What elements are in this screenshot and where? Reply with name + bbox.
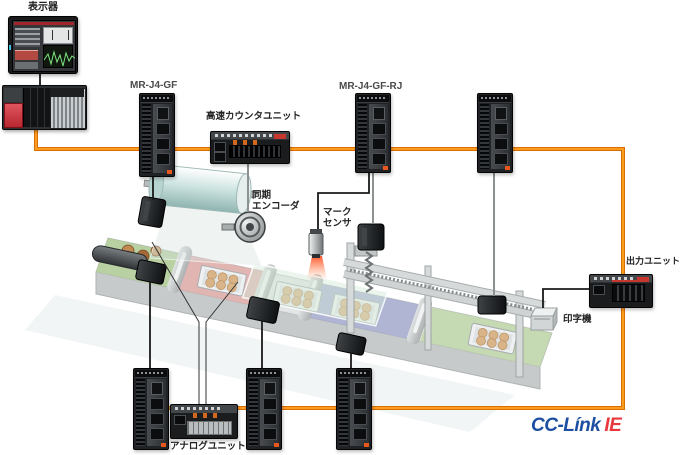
ethernet-port xyxy=(174,415,186,425)
plc-base xyxy=(4,88,22,102)
servo-nameplate xyxy=(141,95,173,103)
film-drive-motor xyxy=(137,196,167,228)
label-encoder-line1: 同期 xyxy=(252,190,272,201)
screen-trend-graph xyxy=(43,45,75,68)
food-trays xyxy=(196,265,518,355)
servo-amplifier-bottom-3 xyxy=(336,368,372,450)
servo-nameplate xyxy=(338,370,370,378)
label-encoder: 同期 エンコーダ xyxy=(252,190,300,212)
servo-vents xyxy=(142,104,151,173)
analog-unit xyxy=(170,404,238,439)
unit-red-badge xyxy=(637,277,649,282)
label-printer: 印字機 xyxy=(563,314,592,325)
servo-amplifier-gf-rj xyxy=(355,93,391,173)
servo-nameplate xyxy=(248,370,280,378)
servo-vents xyxy=(480,104,489,169)
black-cables xyxy=(39,74,589,368)
label-mark-sensor-line2: センサ xyxy=(323,218,352,229)
hmi-screen xyxy=(12,20,76,72)
servo-led xyxy=(364,443,369,447)
plc-cpu-modules xyxy=(23,88,50,127)
servo-amplifier-bottom-2 xyxy=(246,368,282,450)
servo-front-panel xyxy=(147,379,166,446)
servo-vents xyxy=(358,104,367,169)
servo-amplifier-gf xyxy=(139,93,175,177)
servo-led xyxy=(167,170,172,174)
screen-status xyxy=(15,62,38,69)
ethernet-port xyxy=(214,152,226,162)
screen-gauges xyxy=(43,27,73,44)
unit-markings xyxy=(215,134,273,137)
encoder xyxy=(221,211,266,243)
ethernet-port xyxy=(214,142,226,152)
hmi-display xyxy=(8,16,78,74)
gantry-frame xyxy=(343,242,546,378)
label-output-unit: 出力ユニット xyxy=(626,256,680,266)
label-analog-unit: アナログユニット xyxy=(170,441,246,452)
output-unit xyxy=(589,274,653,308)
servo-motors xyxy=(135,196,507,356)
analog-sensor-lines xyxy=(151,241,239,404)
screen-titlebar xyxy=(14,22,74,25)
unit-leds xyxy=(233,140,263,145)
servo-vents xyxy=(339,379,348,446)
servo-led xyxy=(505,166,510,170)
unit-markings xyxy=(175,407,221,410)
power-led xyxy=(9,45,11,50)
network-line xyxy=(34,128,625,410)
plc-io-band xyxy=(50,88,84,97)
screen-alarm-buttons xyxy=(15,50,38,60)
servo-nameplate xyxy=(357,95,389,103)
plc-power-module xyxy=(4,103,23,128)
terminal-block xyxy=(229,145,281,158)
printer-device xyxy=(530,307,558,331)
servo-front-panel xyxy=(369,104,388,169)
servo-amplifier-right xyxy=(477,93,513,173)
label-display: 表示器 xyxy=(28,2,58,13)
unit-red-badge xyxy=(274,134,286,139)
label-mark-sensor: マーク センサ xyxy=(323,207,352,229)
servo-front-panel xyxy=(491,104,510,169)
cclink-logo-text: CC-Línk xyxy=(531,415,601,436)
high-speed-counter-unit xyxy=(210,131,290,164)
unit-vents xyxy=(612,284,645,302)
servo-led xyxy=(274,443,279,447)
belt-motor-1 xyxy=(135,259,167,285)
servo-front-panel xyxy=(260,379,279,446)
servo-amplifier-bottom-1 xyxy=(133,368,169,450)
label-mark-sensor-line1: マーク xyxy=(323,207,352,218)
gantry-motor-2 xyxy=(477,295,507,315)
unit-red-stripe xyxy=(612,280,645,282)
label-servo-gf: MR-J4-GF xyxy=(130,80,178,91)
ie-logo-text: IE xyxy=(604,415,622,436)
servo-nameplate xyxy=(135,370,167,378)
servo-front-panel xyxy=(153,104,172,173)
unit-leds xyxy=(193,413,223,418)
belt-motor-3 xyxy=(335,332,367,356)
servo-vents xyxy=(136,379,145,446)
ethernet-port xyxy=(593,285,605,295)
label-encoder-line2: エンコーダ xyxy=(252,201,300,212)
servo-led xyxy=(383,166,388,170)
screen-widgets xyxy=(15,28,40,47)
servo-vents xyxy=(249,379,258,446)
servo-nameplate xyxy=(479,95,511,103)
gray-cables xyxy=(247,162,495,296)
label-servo-gf-rj: MR-J4-GF-RJ xyxy=(339,81,403,92)
floor-shadow xyxy=(25,295,515,432)
terminal-strip xyxy=(187,421,232,435)
unit-markings xyxy=(594,277,636,280)
label-counter-unit: 高速カウンタユニット xyxy=(206,111,302,122)
belt-motor-2 xyxy=(246,296,280,324)
servo-led xyxy=(161,443,166,447)
plc-rack xyxy=(2,85,87,130)
mark-sensor xyxy=(307,229,327,280)
servo-front-panel xyxy=(350,379,369,446)
gantry-motor-1 xyxy=(357,223,385,251)
